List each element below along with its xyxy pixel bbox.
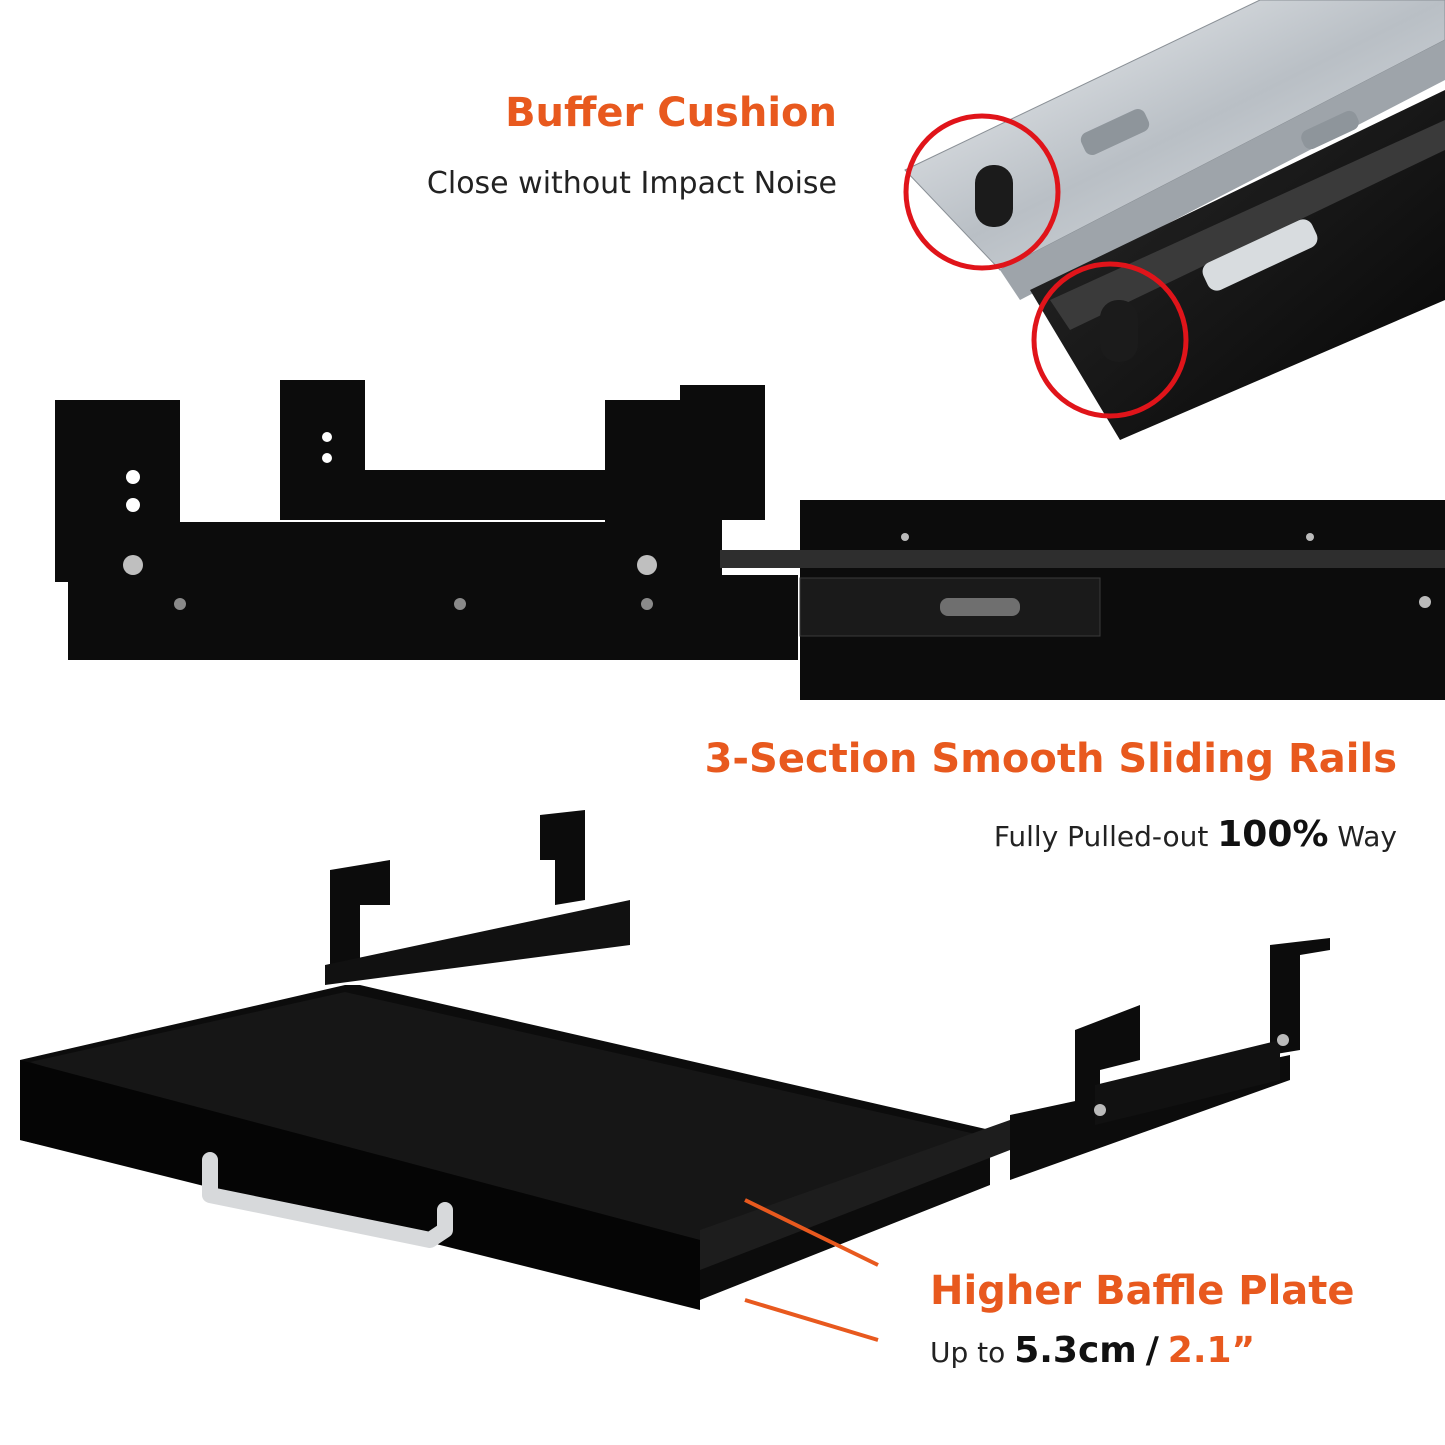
sliding-rails-subtitle: Fully Pulled-out 100% Way bbox=[994, 814, 1397, 855]
baffle-subtitle-prefix: Up to bbox=[930, 1336, 1006, 1369]
rail-closeup-image bbox=[904, 0, 1445, 440]
baffle-height-separator: / bbox=[1145, 1330, 1159, 1371]
buffer-highlight-circle-upper bbox=[903, 113, 1061, 271]
baffle-height-metric: 5.3cm bbox=[1014, 1330, 1137, 1371]
drawer-side-view-image bbox=[55, 380, 1445, 700]
rails-subtitle-suffix: Way bbox=[1337, 820, 1397, 853]
baffle-height-imperial: 2.1” bbox=[1167, 1330, 1256, 1371]
rails-extension-value: 100% bbox=[1217, 814, 1329, 855]
baffle-pointer-line-lower bbox=[744, 1298, 879, 1342]
baffle-plate-title: Higher Baffle Plate bbox=[930, 1268, 1355, 1314]
drawer-perspective-view-image bbox=[20, 810, 1330, 1310]
buffer-highlight-circle-lower bbox=[1031, 261, 1189, 419]
baffle-plate-subtitle: Up to 5.3cm / 2.1” bbox=[930, 1330, 1255, 1371]
buffer-cushion-title: Buffer Cushion bbox=[505, 90, 837, 136]
sliding-rails-title: 3-Section Smooth Sliding Rails bbox=[704, 736, 1397, 782]
rails-subtitle-prefix: Fully Pulled-out bbox=[993, 820, 1209, 853]
baffle-pointer-line-upper bbox=[744, 1198, 879, 1267]
buffer-cushion-subtitle: Close without Impact Noise bbox=[426, 166, 837, 201]
